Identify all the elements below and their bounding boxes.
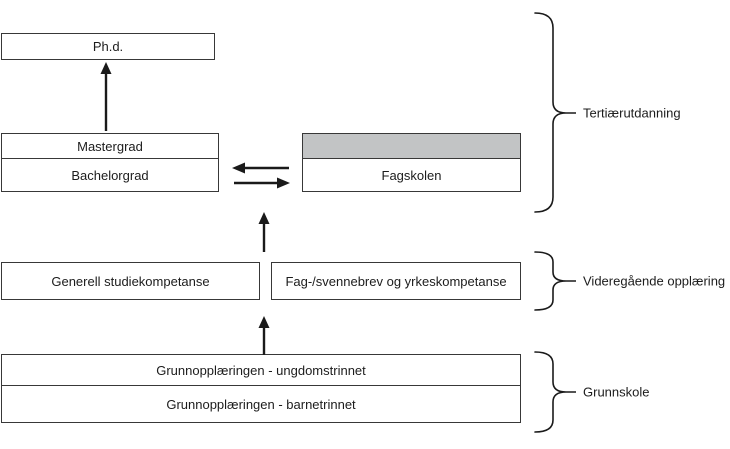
fagskolen-box: Fagskolen [302,133,521,192]
grunnopplaering-box: Grunnopplæringen - ungdomstrinnet Grunno… [1,354,521,423]
university-degrees-box: Mastergrad Bachelorgrad [1,133,219,192]
fagskolen-cell: Fagskolen [303,159,520,191]
brace-upper-secondary [534,251,576,311]
brace-tertiary [534,12,576,213]
mastergrad-cell: Mastergrad [2,134,218,159]
arrow-fagskolen-to-bachelor [232,162,289,174]
phd-label: Ph.d. [92,39,124,54]
fagskolen-label: Fagskolen [381,167,442,183]
arrow-vgo-to-tertiary [258,212,270,252]
bachelorgrad-cell: Bachelorgrad [2,159,218,191]
ungdomstrinnet-label: Grunnopplæringen - ungdomstrinnet [156,362,366,378]
fag-svennebrev-label: Fag-/svennebrev og yrkeskompetanse [285,273,507,289]
upper-secondary-label: Videregående opplæring [583,273,726,289]
phd-box: Ph.d. [1,33,215,60]
barnetrinnet-cell: Grunnopplæringen - barnetrinnet [2,386,520,422]
fagskolen-gray-band [303,134,520,159]
ungdomstrinnet-cell: Grunnopplæringen - ungdomstrinnet [2,355,520,386]
generell-studiekompetanse-box: Generell studiekompetanse [1,262,260,300]
primary-label: Grunnskole [583,384,650,400]
arrow-master-to-phd [100,62,112,131]
mastergrad-label: Mastergrad [77,138,143,154]
brace-primary [534,351,576,433]
tertiary-label: Tertiærutdanning [583,105,681,121]
arrow-grunnskole-to-vgo [258,316,270,355]
barnetrinnet-label: Grunnopplæringen - barnetrinnet [166,396,356,412]
generell-studiekompetanse-label: Generell studiekompetanse [51,273,210,289]
arrow-bachelor-to-fagskolen [234,177,290,189]
fag-svennebrev-box: Fag-/svennebrev og yrkeskompetanse [271,262,521,300]
bachelorgrad-label: Bachelorgrad [71,167,149,183]
